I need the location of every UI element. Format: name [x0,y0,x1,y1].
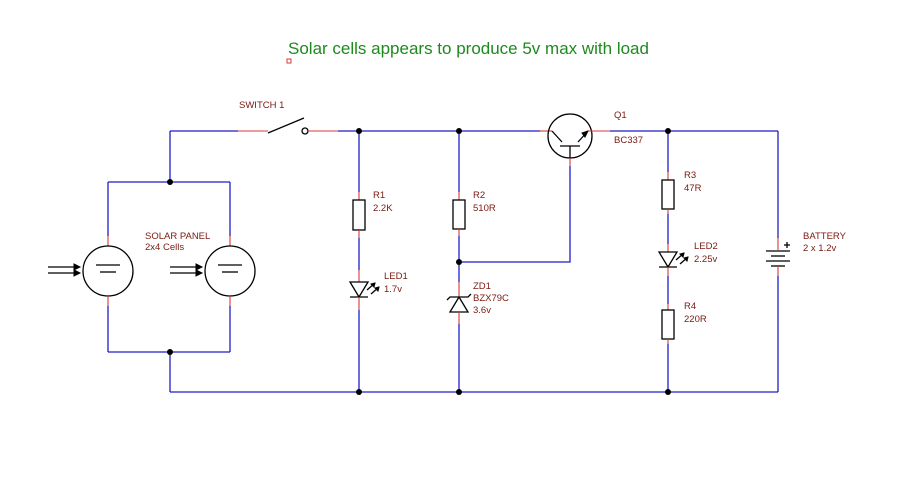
switch-contact [301,127,309,135]
q1-part: BC337 [614,135,643,146]
title-anchor-marker [286,58,292,64]
r3-value: 47R [684,183,702,194]
emitter-arrow-icon [581,130,589,138]
junction-dot [665,389,671,395]
zd1-value: 3.6v [473,305,491,316]
r2-value: 510R [473,203,496,214]
r3-label: R3 [684,170,696,181]
q1-label: Q1 [614,110,627,121]
led1-label: LED1 [384,271,408,282]
junction-dot [356,128,362,134]
light-arrows-icon [170,263,204,277]
junction-dot [456,128,462,134]
junction-dot [167,179,173,185]
resistor-r4 [661,304,675,344]
collector-lead [551,130,563,143]
led2-value: 2.25v [694,254,717,265]
solar-cell-1 [82,236,134,306]
led-2 [657,244,689,276]
r1-value: 2.2K [373,203,393,214]
wires [107,130,779,393]
junction-dot [456,389,462,395]
r4-label: R4 [684,301,696,312]
resistor-r2 [452,192,466,236]
switch-1 [238,117,338,135]
zd1-label: ZD1 [473,281,491,292]
led2-label: LED2 [694,241,718,252]
plus-icon [784,242,790,248]
junction-dot [356,389,362,395]
zener-diode-zd1 [446,282,472,324]
switch-1-label: SWITCH 1 [239,100,284,111]
r1-label: R1 [373,190,385,201]
switch-lever [267,117,305,134]
junction-dot [167,349,173,355]
light-arrows-icon [48,263,82,277]
battery-label: BATTERY [803,231,847,242]
zd1-part: BZX79C [473,293,509,304]
transistor-q1 [540,113,610,166]
resistor-r3 [661,172,675,214]
junction-dot [665,128,671,134]
solar-panel-label: SOLAR PANEL [145,231,210,242]
wire-base-drive [459,166,571,263]
led1-value: 1.7v [384,284,402,295]
diagram-title: Solar cells appears to produce 5v max wi… [288,39,649,58]
solar-panel-value: 2x4 Cells [145,242,184,253]
solar-cell-2 [204,236,256,306]
junction-dots [167,128,671,395]
resistor-r1 [352,192,366,238]
junction-dot [456,259,462,265]
r2-label: R2 [473,190,485,201]
battery-value: 2 x 1.2v [803,243,837,254]
led-1 [348,270,380,310]
r4-value: 220R [684,314,707,325]
battery [766,238,790,276]
